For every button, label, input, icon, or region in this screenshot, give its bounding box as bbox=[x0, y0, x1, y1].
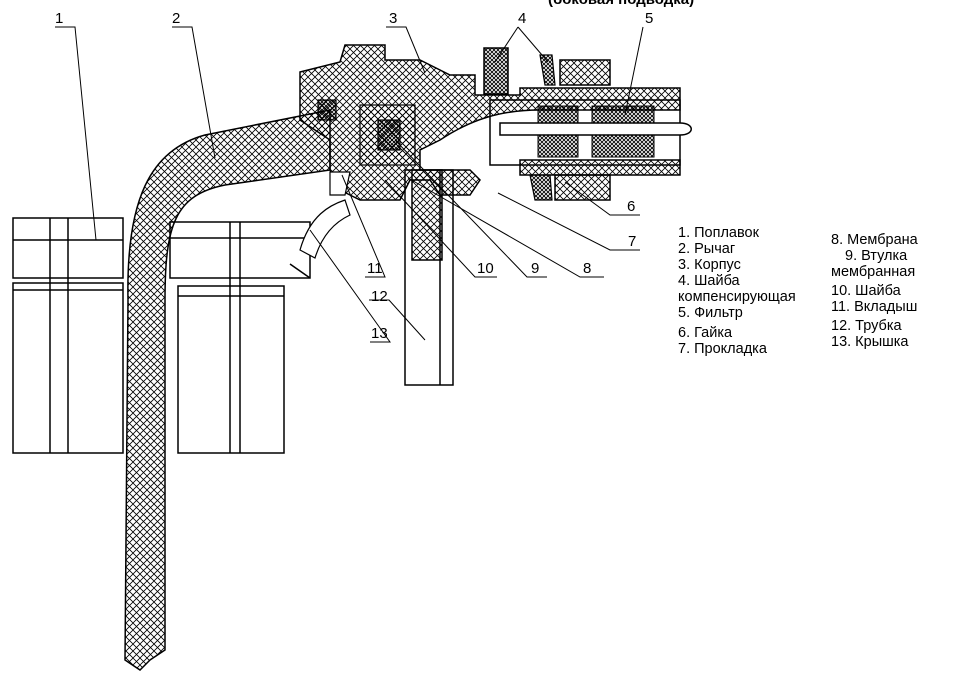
callout-10: 10 bbox=[477, 260, 494, 277]
callout-8: 8 bbox=[583, 260, 592, 277]
legend-left: 1. Поплавок 2. Рычаг 3. Корпус 4. Шайба … bbox=[678, 225, 796, 357]
drawing-title: (боковая подводка) bbox=[548, 0, 694, 8]
legend-item: 13. Крышка bbox=[831, 334, 909, 350]
legend-item: 5. Фильтр bbox=[678, 305, 743, 321]
callout-3: 3 bbox=[389, 10, 398, 27]
callout-9: 9 bbox=[531, 260, 540, 277]
nut-part bbox=[529, 59, 611, 201]
legend-item: 2. Рычаг bbox=[678, 241, 736, 257]
tube-part bbox=[404, 169, 454, 386]
leader-lines bbox=[55, 26, 644, 343]
legend-item: 9. Втулка bbox=[845, 248, 908, 264]
legend-item: компенсирующая bbox=[678, 289, 796, 305]
legend-item: мембранная bbox=[831, 264, 916, 280]
legend-item: 7. Прокладка bbox=[678, 341, 767, 357]
callout-13: 13 bbox=[371, 325, 388, 342]
filter-part bbox=[499, 105, 692, 158]
float-part bbox=[12, 217, 311, 454]
legend-item: 6. Гайка bbox=[678, 325, 733, 341]
lever-part bbox=[124, 109, 331, 671]
membrane-assembly bbox=[299, 99, 416, 259]
callout-7: 7 bbox=[628, 233, 637, 250]
callout-6: 6 bbox=[627, 198, 636, 215]
callout-2: 2 bbox=[172, 10, 181, 27]
callout-1: 1 bbox=[55, 10, 64, 27]
callout-11: 11 bbox=[367, 260, 383, 277]
legend-item: 12. Трубка bbox=[831, 318, 902, 334]
legend-item: 4. Шайба bbox=[678, 273, 740, 289]
legend-item: 11. Вкладыш bbox=[831, 299, 918, 315]
legend-item: 1. Поплавок bbox=[678, 225, 759, 241]
legend-item: 10. Шайба bbox=[831, 283, 901, 299]
legend-item: 3. Корпус bbox=[678, 257, 741, 273]
callout-5: 5 bbox=[645, 10, 654, 27]
callout-12: 12 bbox=[371, 288, 388, 305]
legend-item: 8. Мембрана bbox=[831, 232, 918, 248]
legend-right: 8. Мембрана 9. Втулка мембранная 10. Шай… bbox=[831, 232, 918, 350]
compensating-washer-part bbox=[483, 47, 556, 95]
callout-4: 4 bbox=[518, 10, 527, 27]
